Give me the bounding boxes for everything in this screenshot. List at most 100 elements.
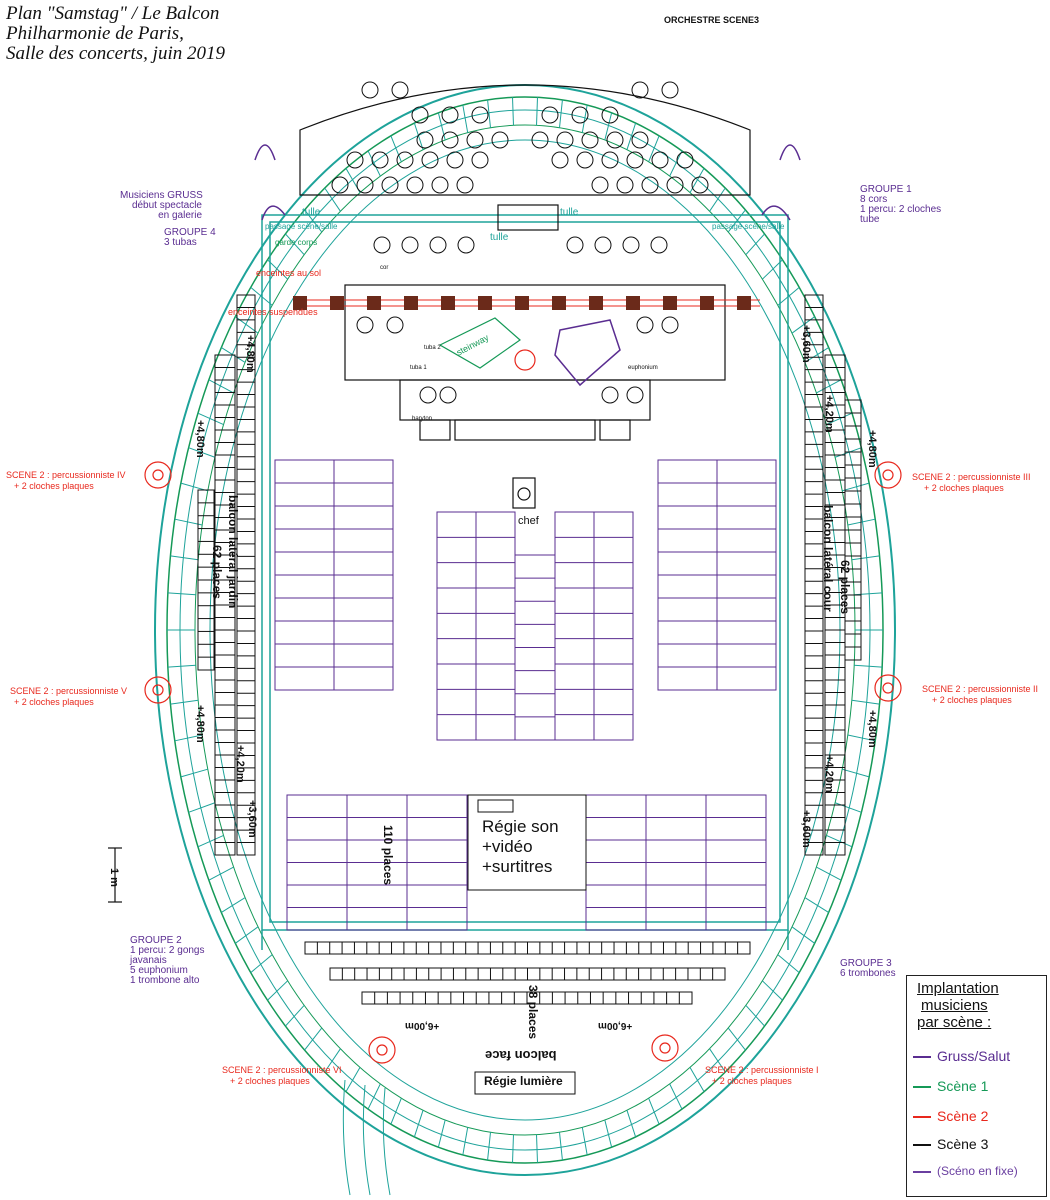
musician-seat <box>429 236 447 254</box>
tuba2-label: tuba 2 <box>424 345 441 351</box>
baryton-label: baryton <box>412 416 433 422</box>
gallery-tick <box>826 834 853 848</box>
musician-seat <box>419 386 437 404</box>
musician-seat <box>456 176 474 194</box>
musician-seat <box>626 151 644 169</box>
musician-seat <box>661 316 679 334</box>
gallery-rings <box>154 84 896 1176</box>
gallery-tick <box>512 1134 514 1163</box>
gallery-tick <box>304 209 323 233</box>
gallery-tick <box>604 1119 613 1148</box>
musician-seat <box>391 81 409 99</box>
speaker <box>626 296 640 310</box>
legend-swatch <box>913 1056 931 1059</box>
perc-iii-label: SCENE 2 : percussionniste III <box>912 472 1031 482</box>
speaker <box>700 296 714 310</box>
musician-seat <box>601 386 619 404</box>
places-38-label: 38 places <box>526 985 540 1040</box>
musician-seat <box>331 176 349 194</box>
gallery-tick <box>235 926 259 944</box>
musician-seat <box>356 176 374 194</box>
speaker <box>737 296 751 310</box>
debut-spectacle-label: début spectacle <box>131 200 202 211</box>
gallery-tick <box>558 99 563 128</box>
groupe1-line3: tube <box>860 214 880 225</box>
legend-item: Gruss/Salut <box>913 1048 1010 1064</box>
speaker <box>515 296 529 310</box>
tulle-right-label: tulle <box>560 207 579 218</box>
musician-seat <box>491 131 509 149</box>
gallery-tick <box>324 1048 341 1073</box>
parterre-walls <box>261 214 789 950</box>
musician-seat <box>431 176 449 194</box>
musician-seat <box>356 316 374 334</box>
speaker <box>330 296 344 310</box>
chef-podium <box>512 477 536 509</box>
musician-seat <box>551 151 569 169</box>
musiciens-gruss-label: Musiciens GRUSS <box>120 190 203 201</box>
legend-title-3: par scène : <box>917 1014 992 1031</box>
chef-label: chef <box>518 515 539 527</box>
gallery-tick <box>791 926 815 944</box>
tulle-left-label: tulle <box>302 207 321 218</box>
regie-lumiere-label: Régie lumière <box>484 1074 563 1088</box>
gallery-tick <box>669 150 683 177</box>
musician-seat <box>666 176 684 194</box>
garde-corps-label: garde corps <box>275 238 318 247</box>
legend-label: Scène 2 <box>937 1108 989 1124</box>
seating-blocks <box>274 459 777 931</box>
musician-seat <box>541 106 559 124</box>
groupe2-line3: 5 euphonium <box>130 965 188 976</box>
groupe3-desc: 6 trombones <box>840 968 896 979</box>
scale-label: 1 m <box>108 868 120 887</box>
bottom-stairs <box>342 1079 391 1196</box>
gallery-tick <box>745 233 765 256</box>
cor-label: cor <box>380 265 389 271</box>
legend-item: Scène 1 <box>913 1078 988 1094</box>
speaker <box>589 296 603 310</box>
musician-seat <box>556 131 574 149</box>
regie-son-box <box>467 794 587 891</box>
musician-seat <box>626 386 644 404</box>
height-left-low: +4,80m <box>194 705 206 743</box>
height-right-top: +3,60m <box>800 325 812 363</box>
gallery-tick <box>487 1132 492 1161</box>
gallery-tick <box>285 233 305 256</box>
gallery-tick <box>847 734 876 742</box>
gallery-tick <box>669 1083 683 1110</box>
legend-item: Scène 2 <box>913 1108 988 1124</box>
height-right-420: +4,20m <box>823 395 835 433</box>
height-back-right: +6,00m <box>598 1020 633 1031</box>
regie-lumiere-box <box>474 1071 576 1095</box>
gallery-tick <box>462 105 469 133</box>
speaker <box>552 296 566 310</box>
scale-bar <box>108 847 122 903</box>
gallery-tick <box>267 259 288 280</box>
gallery-tick <box>345 1067 361 1092</box>
gallery-tick <box>267 980 288 1001</box>
musician-seat <box>406 176 424 194</box>
groupe4-desc: 3 tubas <box>164 237 197 248</box>
gallery-tick <box>804 347 829 363</box>
gallery-tick <box>250 954 273 973</box>
musician-seat <box>601 106 619 124</box>
musician-seat <box>651 151 669 169</box>
musician-seat <box>396 151 414 169</box>
gallery-tick <box>208 866 234 881</box>
groupe3-title: GROUPE 3 <box>840 958 892 969</box>
perc-i-cloches: + 2 cloches plaques <box>712 1076 792 1086</box>
musician-seat <box>373 236 391 254</box>
gallery-tick <box>816 379 842 394</box>
stage-musicians <box>331 81 709 404</box>
speaker <box>663 296 677 310</box>
legend-label: Gruss/Salut <box>937 1048 1011 1064</box>
musician-seat <box>471 151 489 169</box>
perc-iv-label: SCENE 2 : percussionniste IV <box>6 470 126 480</box>
legend-label: Scène 1 <box>937 1078 989 1094</box>
gallery-tick <box>826 412 853 426</box>
perc-v-label: SCENE 2 : percussionniste V <box>10 686 128 696</box>
gallery-tick <box>604 112 613 141</box>
balcony-column <box>804 294 824 856</box>
